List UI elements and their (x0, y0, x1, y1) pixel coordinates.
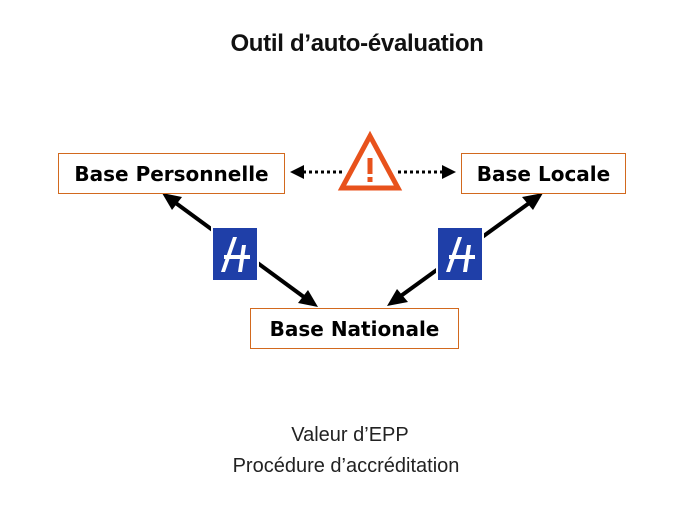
footer-line-valeur: Valeur d’EPP (291, 424, 409, 446)
highway-sign-icon (211, 226, 259, 282)
box-base-nationale: Base Nationale (250, 308, 459, 349)
dotted-link-personnelle-locale (290, 165, 456, 179)
box-base-personnelle: Base Personnelle (58, 153, 285, 194)
box-base-locale: Base Locale (461, 153, 626, 194)
footer-line-procedure: Procédure d’accréditation (232, 455, 460, 477)
warning-triangle-icon (337, 130, 403, 191)
box-label: Base Personnelle (74, 161, 269, 186)
diagram-title: Outil d’auto-évaluation (230, 30, 484, 57)
box-label: Base Locale (476, 161, 611, 186)
box-label: Base Nationale (269, 316, 440, 341)
highway-sign-icon (436, 226, 484, 282)
